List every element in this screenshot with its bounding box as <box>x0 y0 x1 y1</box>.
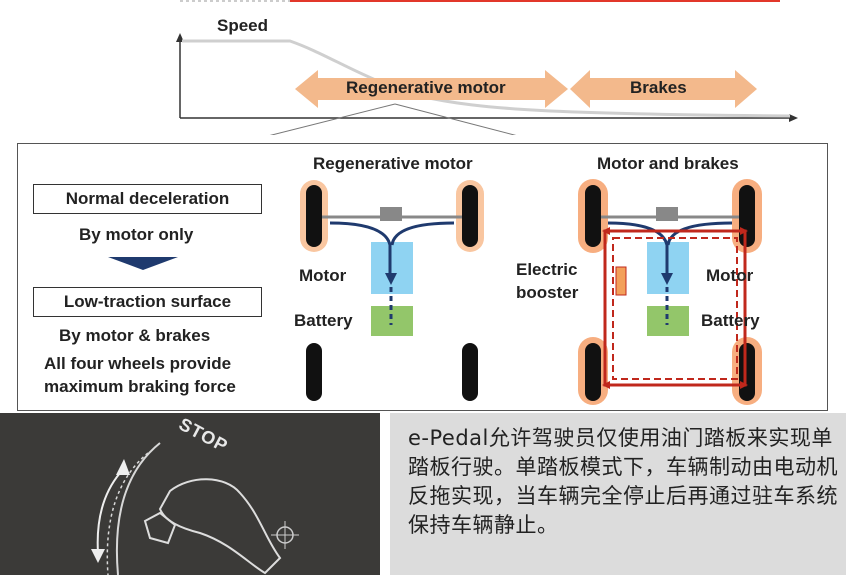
down-arrow-icon <box>91 549 105 563</box>
rf-energy-arrowhead <box>661 273 673 285</box>
caption-panel <box>390 413 846 575</box>
right-drivetrain <box>578 179 762 405</box>
by-motor-brakes-label: By motor & brakes <box>59 326 211 345</box>
regen-arrow-label: Regenerative motor <box>346 78 506 97</box>
rr-right-wheel <box>739 343 755 401</box>
brakes-arrow-label: Brakes <box>630 78 687 97</box>
brake-arrow-rr <box>740 381 748 389</box>
speed-chart-svg <box>176 0 798 144</box>
right-motor-label: Motor <box>706 266 754 285</box>
front-right-wheel <box>462 185 478 247</box>
connector-left <box>239 103 396 144</box>
rear-right-wheel <box>462 343 478 401</box>
speed-curve <box>182 39 791 118</box>
regen-arrow <box>295 70 568 108</box>
pedal-photo: STOP <box>0 413 380 576</box>
front-left-wheel <box>306 185 322 247</box>
motor-block <box>371 242 413 294</box>
middle-battery-label: Battery <box>294 311 353 330</box>
brake-loop-outer <box>603 229 747 387</box>
rf-differential <box>656 207 678 221</box>
x-axis-arrowhead <box>789 114 798 122</box>
electric-booster <box>615 266 627 296</box>
pedal-curved-arrow <box>96 472 121 554</box>
all-four-line2: maximum braking force <box>44 377 236 396</box>
brakes-arrow <box>570 70 757 108</box>
speed-chart <box>0 0 846 144</box>
normal-deceleration-label: Normal deceleration <box>65 189 230 208</box>
low-traction-box: Low-traction surface <box>33 287 262 317</box>
rf-battery-block <box>647 306 689 336</box>
rf-right-wheel <box>739 185 755 247</box>
by-motor-only-label: By motor only <box>79 225 194 244</box>
foot-outline <box>158 478 282 575</box>
electric-booster-line1: Electric <box>516 260 578 279</box>
diagram-panel <box>17 143 828 411</box>
pedal-arc-inner <box>106 452 149 576</box>
pedal-outline <box>143 511 177 545</box>
energy-flow-left <box>329 221 392 275</box>
right-battery-label: Battery <box>701 311 760 330</box>
middle-motor-label: Motor <box>299 266 347 285</box>
caption-text: e-Pedal允许驾驶员仅使用油门踏板来实现单踏板行驶。单踏板模式下，车辆制动由… <box>408 426 838 537</box>
low-traction-label: Low-traction surface <box>63 292 232 311</box>
speed-label: Speed <box>217 16 269 35</box>
up-arrow-icon <box>116 459 130 475</box>
all-four-line1: All four wheels provide <box>44 354 232 373</box>
down-chevron-icon <box>108 257 178 270</box>
middle-drivetrain <box>300 180 484 401</box>
rr-left-wheel <box>585 343 601 401</box>
rf-left-wheel <box>585 185 601 247</box>
pedal-arc-outer <box>115 442 161 576</box>
differential <box>380 207 402 221</box>
brake-loop-inner <box>612 237 738 380</box>
normal-deceleration-box: Normal deceleration <box>33 184 262 214</box>
energy-flow-right <box>390 221 455 246</box>
rear-left-wheel <box>306 343 322 401</box>
brake-arrow-rl <box>602 381 610 389</box>
brake-arrow-fl <box>602 227 610 235</box>
electric-booster-line2: booster <box>516 283 579 302</box>
energy-arrowhead <box>385 273 397 285</box>
rf-energy-right <box>666 221 733 246</box>
battery-block <box>371 306 413 336</box>
middle-title: Regenerative motor <box>313 154 473 173</box>
brake-arrow-fr <box>740 227 748 235</box>
pedal-illustration <box>91 442 299 576</box>
right-title: Motor and brakes <box>597 154 739 173</box>
